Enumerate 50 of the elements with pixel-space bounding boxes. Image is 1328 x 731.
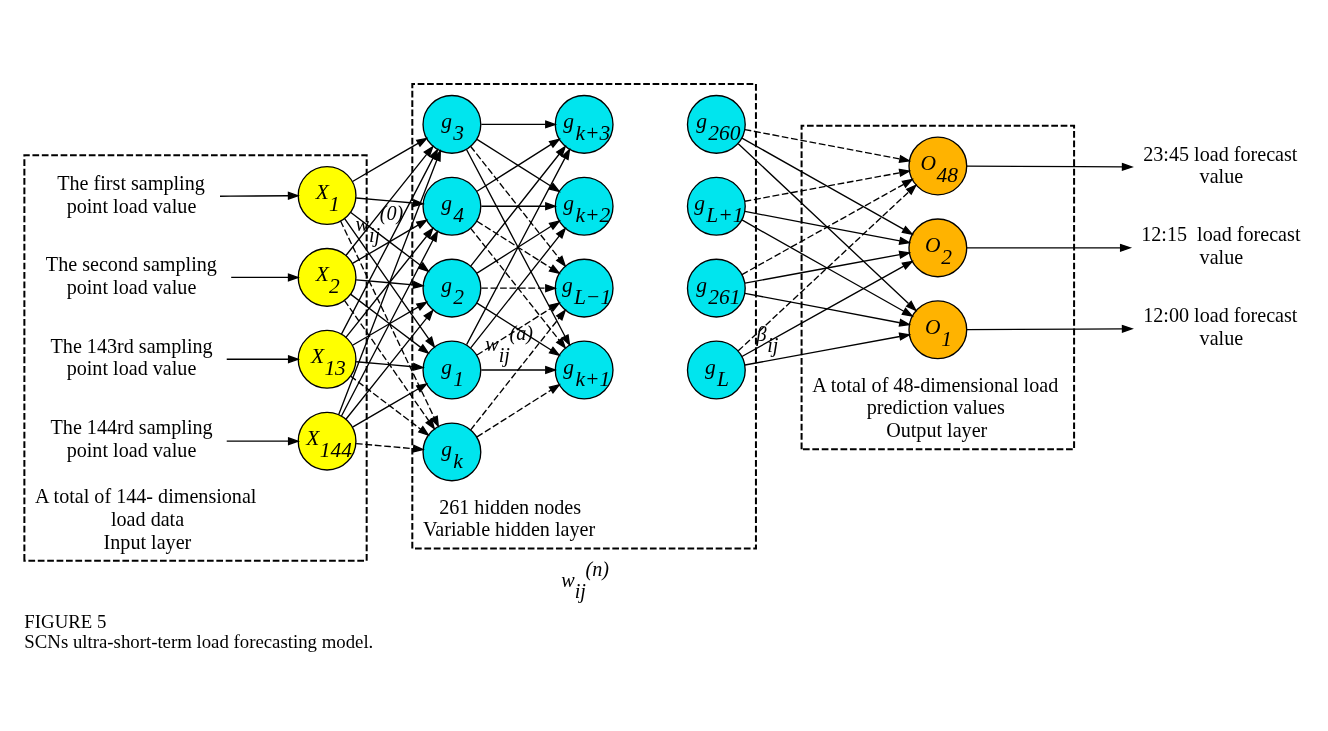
arrow <box>480 119 558 129</box>
arrow <box>351 218 429 264</box>
arrow <box>226 436 301 445</box>
arrow <box>744 210 912 245</box>
arrow <box>744 250 912 284</box>
arrow <box>737 183 918 351</box>
arrow <box>230 272 300 282</box>
arrow <box>741 260 914 357</box>
arrow <box>480 365 558 374</box>
arrow <box>345 308 434 420</box>
arrow <box>744 128 912 163</box>
arrow <box>966 162 1134 171</box>
arrow <box>226 354 301 364</box>
arrow <box>480 201 558 210</box>
caption: SCNs ultra-short-term load forecasting model. <box>24 630 374 652</box>
arrow <box>737 142 918 312</box>
arrow <box>355 442 425 453</box>
node-text: The 144rd sampling point load value <box>50 415 213 461</box>
arrow <box>350 375 430 436</box>
arrow <box>966 324 1134 333</box>
arrow <box>476 383 561 438</box>
arrow <box>741 218 914 317</box>
arrow <box>343 217 436 348</box>
arrow <box>741 178 914 275</box>
node-text: The first sampling point load value <box>57 171 205 217</box>
diagram-title: FIGURE 5 <box>24 610 107 632</box>
arrow <box>345 226 434 338</box>
arrow <box>744 331 912 366</box>
arrow <box>966 243 1133 252</box>
arrow <box>351 382 429 428</box>
arrow <box>345 144 434 256</box>
arrow <box>351 136 429 182</box>
node-text: The 143rd sampling point load value <box>50 334 213 379</box>
arrow <box>219 191 300 200</box>
node-text: 12:15 load forecast value <box>1141 222 1301 268</box>
node-text: The second sampling point load value <box>45 252 217 298</box>
arrow <box>744 168 912 202</box>
arrow <box>355 278 425 289</box>
arrow <box>350 211 430 272</box>
arrow <box>470 308 567 430</box>
arrow <box>355 196 425 207</box>
arrow <box>741 136 914 235</box>
arrow <box>351 300 429 346</box>
arrow <box>355 360 425 371</box>
arrow <box>744 292 912 327</box>
arrow <box>480 283 558 292</box>
arrow <box>343 299 436 430</box>
node-text: 12:00 load forecast value <box>1143 303 1298 349</box>
node-text: 23:45 load forecast value <box>1143 142 1298 187</box>
arrow <box>350 293 430 354</box>
